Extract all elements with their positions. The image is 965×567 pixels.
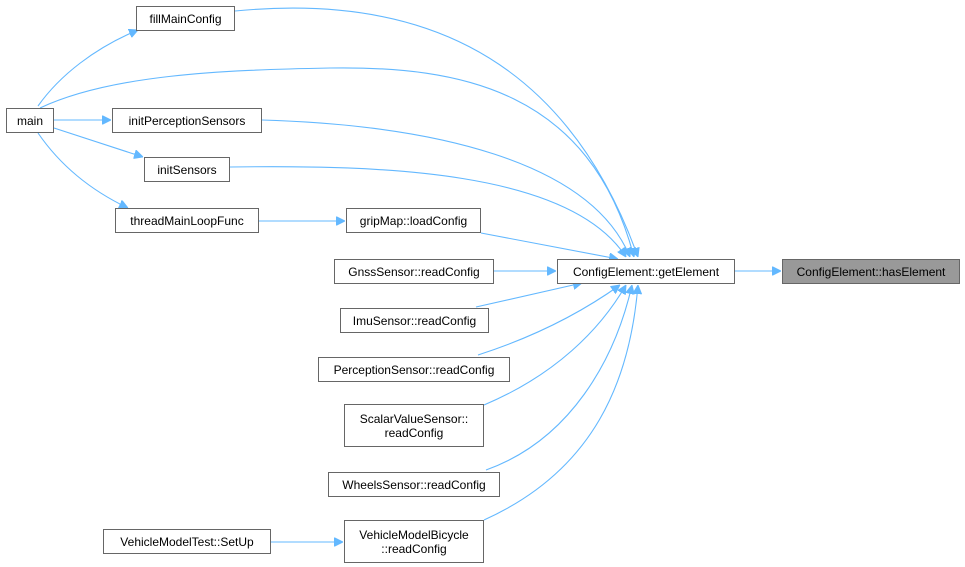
node-gripmap-loadconfig[interactable]: gripMap::loadConfig (346, 208, 481, 233)
node-label: initPerceptionSensors (128, 113, 246, 128)
edge-imusensor-to-getelement (475, 283, 582, 308)
node-label: initSensors (157, 162, 217, 177)
node-label-line2: readConfig (384, 425, 444, 440)
node-configelement-getelement[interactable]: ConfigElement::getElement (557, 259, 735, 284)
edge-perceptionsensor-to-getelement (477, 285, 620, 356)
node-label: ConfigElement::getElement (572, 264, 720, 279)
node-initperceptionsensors[interactable]: initPerceptionSensors (112, 108, 262, 133)
edge-gripmap-to-getelement (480, 232, 618, 259)
node-label: VehicleModelTest::SetUp (120, 534, 254, 549)
node-fillmainconfig[interactable]: fillMainConfig (136, 6, 235, 31)
node-label: gripMap::loadConfig (359, 213, 468, 228)
node-perceptionsensor-readconfig[interactable]: PerceptionSensor::readConfig (318, 357, 510, 382)
node-label: ImuSensor::readConfig (352, 313, 477, 328)
edge-main-to-fillmainconfig (37, 30, 138, 107)
node-imusensor-readconfig[interactable]: ImuSensor::readConfig (340, 308, 489, 333)
node-threadmainloopfunc[interactable]: threadMainLoopFunc (115, 208, 259, 233)
node-label: main (16, 113, 43, 128)
node-label-line2: ::readConfig (381, 541, 447, 556)
node-vehiclemodelbicycle-readconfig[interactable]: VehicleModelBicycle ::readConfig (344, 520, 484, 563)
edge-fillmainconfig-to-getelement (234, 7, 638, 257)
node-scalarvaluesensor-readconfig[interactable]: ScalarValueSensor:: readConfig (344, 404, 484, 447)
edge-main-to-getelement (39, 67, 634, 257)
edge-initsensors-to-getelement (229, 166, 626, 257)
edge-initperceptionsensors-to-getelement (261, 119, 630, 257)
node-label: fillMainConfig (149, 11, 222, 26)
edge-scalarvaluesensor-to-getelement (483, 285, 626, 406)
node-label: GnssSensor::readConfig (348, 264, 480, 279)
edge-main-to-initsensors (53, 127, 143, 157)
edge-vehiclemodelbicycle-to-getelement (483, 285, 638, 521)
node-vehiclemodeltest-setup[interactable]: VehicleModelTest::SetUp (103, 529, 271, 554)
edge-wheelssensor-to-getelement (485, 285, 632, 471)
edge-main-to-threadmainloopfunc (37, 132, 128, 208)
node-label-line1: VehicleModelBicycle (359, 527, 469, 542)
node-label: WheelsSensor::readConfig (342, 477, 486, 492)
node-label: PerceptionSensor::readConfig (333, 362, 495, 377)
node-label-line1: ScalarValueSensor:: (359, 411, 469, 426)
node-label: ConfigElement::hasElement (796, 264, 946, 279)
node-main[interactable]: main (6, 108, 54, 133)
node-wheelssensor-readconfig[interactable]: WheelsSensor::readConfig (328, 472, 500, 497)
node-configelement-haselement: ConfigElement::hasElement (782, 259, 960, 284)
node-initsensors[interactable]: initSensors (144, 157, 230, 182)
node-gnsssensor-readconfig[interactable]: GnssSensor::readConfig (334, 259, 494, 284)
node-label: threadMainLoopFunc (130, 213, 244, 228)
